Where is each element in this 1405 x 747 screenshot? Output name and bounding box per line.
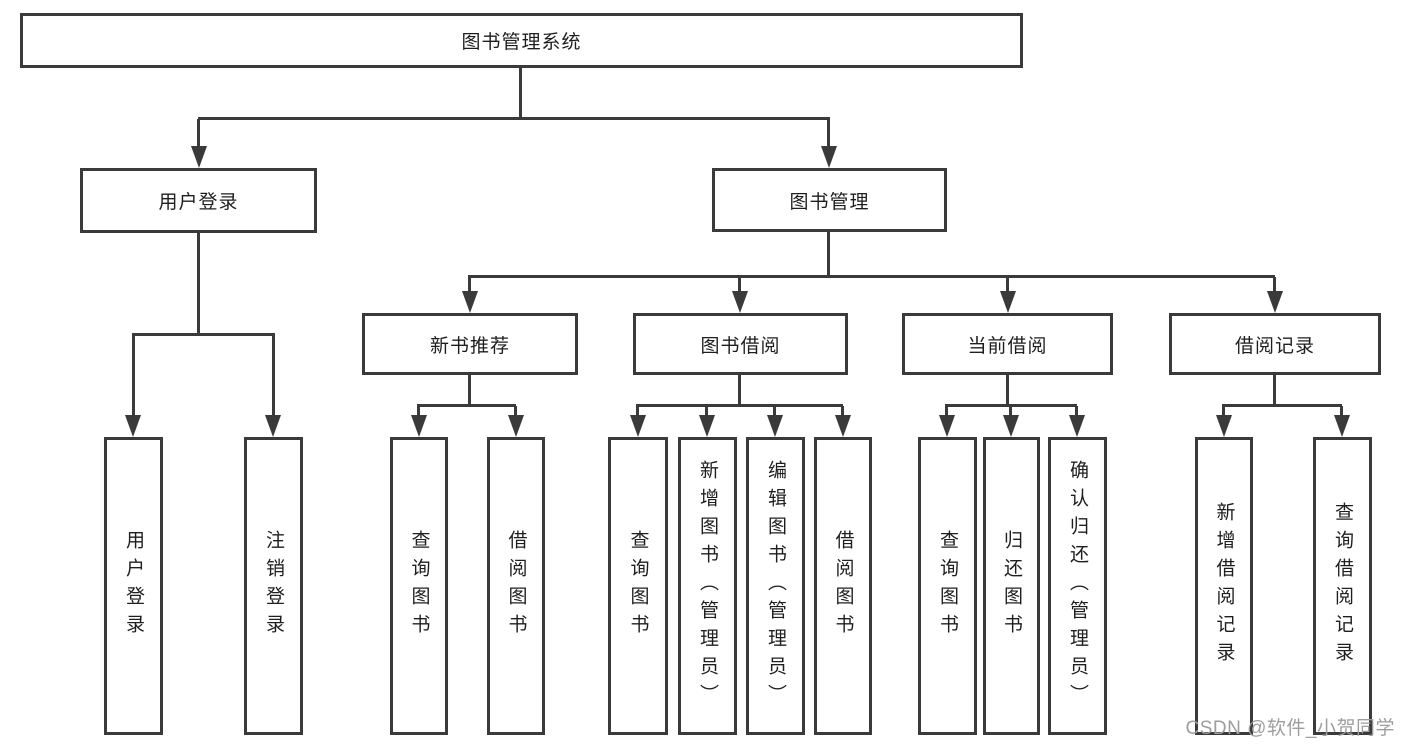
connector-bookmgmt-drop-2 <box>738 277 741 291</box>
node-user-login: 用户登录 <box>80 168 317 233</box>
leaf-add-borrow-record: 新增借阅记录 <box>1195 437 1253 735</box>
leaf-query-books-2-label: 查询图书 <box>627 530 649 642</box>
node-book-borrow-label: 图书借阅 <box>700 335 781 357</box>
connector-bookmgmt-drop-4 <box>1273 277 1276 291</box>
connector-userlogin-drop-2 <box>272 335 275 415</box>
arrow-down-icon <box>835 415 851 437</box>
arrow-down-icon <box>462 291 478 313</box>
leaf-query-books-3: 查询图书 <box>918 437 977 735</box>
leaf-edit-book-admin: 编辑图书（管理员） <box>746 437 805 735</box>
arrow-down-icon <box>191 146 207 168</box>
node-borrow-records: 借阅记录 <box>1169 313 1381 375</box>
arrow-down-icon <box>1334 415 1350 437</box>
connector-bookmgmt-drop-3 <box>1006 277 1009 291</box>
leaf-borrow-books-1-label: 借阅图书 <box>505 530 527 642</box>
connector-borrow-stub <box>738 375 741 406</box>
connector-borrow-drop-2 <box>705 406 708 415</box>
leaf-edit-book-admin-label: 编辑图书（管理员） <box>765 460 786 712</box>
connector-bookmgmt-drop-1 <box>468 277 471 291</box>
connector-newbook-bar <box>417 404 516 407</box>
leaf-return-book: 归还图书 <box>983 437 1040 735</box>
connector-records-bar <box>1222 404 1342 407</box>
connector-root-drop-left <box>197 119 200 148</box>
arrow-down-icon <box>411 415 427 437</box>
connector-newbook-stub <box>468 375 471 406</box>
arrow-down-icon <box>821 146 837 168</box>
arrow-down-icon <box>508 415 524 437</box>
leaf-add-book-admin-label: 新增图书（管理员） <box>697 460 718 712</box>
leaf-query-books-1-label: 查询图书 <box>408 530 430 642</box>
arrow-down-icon <box>1069 415 1085 437</box>
csdn-watermark: CSDN @软件_小贺同学 <box>1185 718 1395 739</box>
connector-current-bar <box>945 404 1077 407</box>
leaf-return-book-label: 归还图书 <box>1001 530 1022 642</box>
connector-records-drop-2 <box>1340 406 1343 415</box>
connector-borrow-bar <box>636 404 843 407</box>
connector-records-stub <box>1273 375 1276 406</box>
node-new-book-recommend-label: 新书推荐 <box>429 335 510 357</box>
connector-bookmgmt-bar <box>468 275 1275 278</box>
connector-bookmgmt-stub <box>827 232 830 277</box>
connector-root-stub <box>519 68 522 119</box>
connector-current-stub <box>1006 375 1009 406</box>
leaf-add-book-admin: 新增图书（管理员） <box>678 437 737 735</box>
node-book-borrow: 图书借阅 <box>633 313 848 375</box>
leaf-user-login-label: 用户登录 <box>123 530 144 642</box>
connector-newbook-drop-1 <box>417 406 420 415</box>
connector-borrow-drop-3 <box>773 406 776 415</box>
connector-root-bar <box>198 117 830 120</box>
leaf-logout-label: 注销登录 <box>263 530 284 642</box>
leaf-borrow-books-2-label: 借阅图书 <box>832 530 854 642</box>
leaf-borrow-books-2: 借阅图书 <box>814 437 872 735</box>
connector-borrow-drop-4 <box>841 406 844 415</box>
connector-userlogin-stub <box>197 233 200 335</box>
connector-userlogin-bar <box>132 333 275 336</box>
arrow-down-icon <box>1003 415 1019 437</box>
node-book-management: 图书管理 <box>712 168 947 232</box>
connector-root-drop-right <box>827 119 830 148</box>
leaf-query-books-1: 查询图书 <box>390 437 448 735</box>
leaf-confirm-return-admin: 确认归还（管理员） <box>1048 437 1107 735</box>
leaf-add-borrow-record-label: 新增借阅记录 <box>1213 502 1235 670</box>
leaf-logout: 注销登录 <box>244 437 303 735</box>
node-user-login-label: 用户登录 <box>158 192 239 213</box>
arrow-down-icon <box>1216 415 1232 437</box>
arrow-down-icon <box>1000 291 1016 313</box>
node-book-management-label: 图书管理 <box>789 191 870 213</box>
arrow-down-icon <box>1267 291 1283 313</box>
node-new-book-recommend: 新书推荐 <box>362 313 578 375</box>
node-current-borrow: 当前借阅 <box>902 313 1113 375</box>
arrow-down-icon <box>939 415 955 437</box>
leaf-query-borrow-record-label: 查询借阅记录 <box>1332 502 1353 670</box>
connector-newbook-drop-2 <box>514 406 517 415</box>
arrow-down-icon <box>630 415 646 437</box>
leaf-borrow-books-1: 借阅图书 <box>487 437 545 735</box>
leaf-query-borrow-record: 查询借阅记录 <box>1313 437 1372 735</box>
connector-borrow-drop-1 <box>636 406 639 415</box>
node-root-label: 图书管理系统 <box>461 32 582 53</box>
node-root: 图书管理系统 <box>20 13 1023 68</box>
connector-records-drop-1 <box>1222 406 1225 415</box>
node-current-borrow-label: 当前借阅 <box>967 335 1048 357</box>
leaf-confirm-return-admin-label: 确认归还（管理员） <box>1067 460 1088 712</box>
arrow-down-icon <box>125 415 141 437</box>
arrow-down-icon <box>699 415 715 437</box>
connector-userlogin-drop-1 <box>132 335 135 415</box>
connector-current-drop-1 <box>945 406 948 415</box>
leaf-user-login: 用户登录 <box>104 437 163 735</box>
connector-current-drop-2 <box>1009 406 1012 415</box>
leaf-query-books-3-label: 查询图书 <box>937 530 958 642</box>
arrow-down-icon <box>265 415 281 437</box>
arrow-down-icon <box>732 291 748 313</box>
arrow-down-icon <box>767 415 783 437</box>
node-borrow-records-label: 借阅记录 <box>1234 335 1315 357</box>
connector-current-drop-3 <box>1075 406 1078 415</box>
leaf-query-books-2: 查询图书 <box>608 437 668 735</box>
